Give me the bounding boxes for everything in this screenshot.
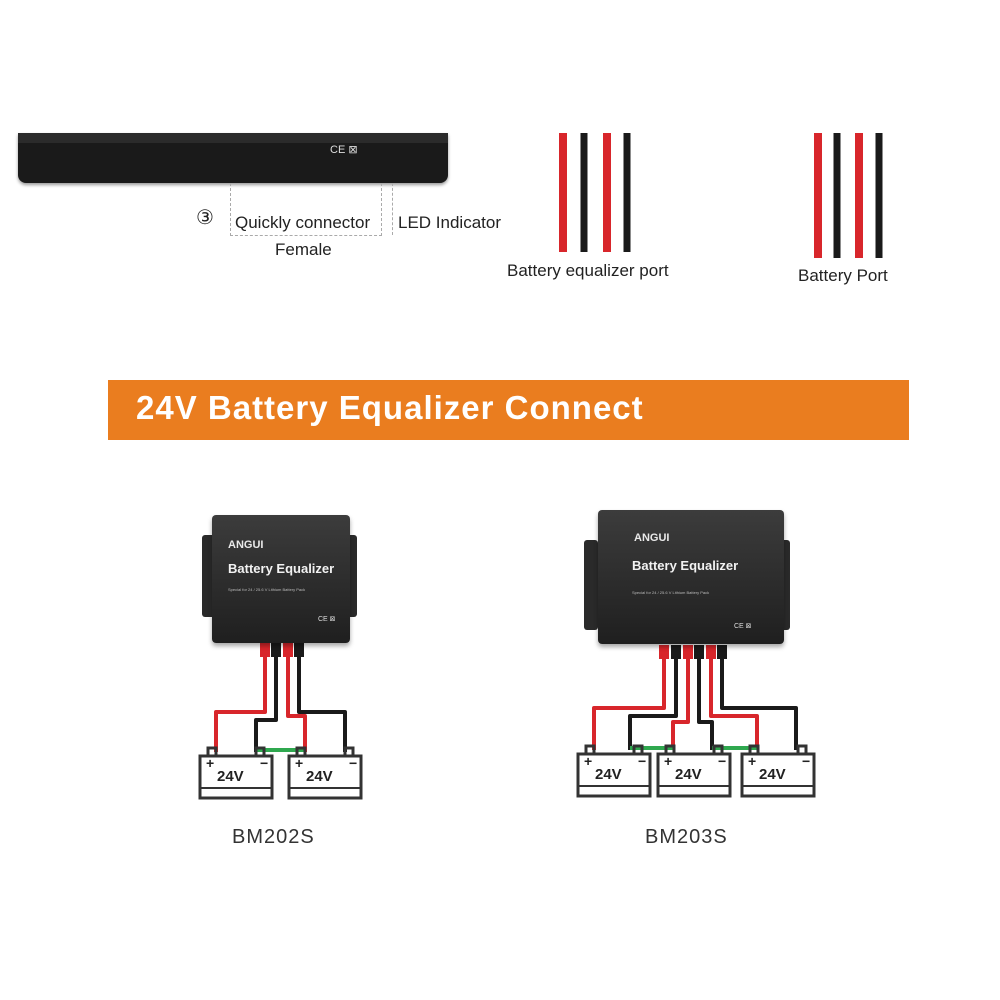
led-indicator-label: LED Indicator xyxy=(398,213,501,232)
led-callout-line xyxy=(392,183,393,235)
model-label: BM203S xyxy=(645,826,728,848)
model-label: BM202S xyxy=(232,826,315,848)
equalizer-port-label: Battery equalizer port xyxy=(507,261,669,280)
section-banner: 24V Battery Equalizer Connect xyxy=(108,380,909,440)
ce-mark: CE ⊠ xyxy=(734,623,752,630)
device-note: Special for 24 / 25.6 V Lithium Battery … xyxy=(228,587,306,592)
brand-logo: ANGUI xyxy=(228,539,264,551)
battery-label: 24V xyxy=(217,768,244,785)
banner-title: 24V Battery Equalizer Connect xyxy=(136,389,644,426)
mounting-ear xyxy=(584,540,598,630)
battery-port-label: Battery Port xyxy=(798,266,888,285)
device-title: Battery Equalizer xyxy=(632,558,739,573)
battery-label: 24V xyxy=(306,768,333,785)
connector-callout-line xyxy=(230,183,382,236)
equalizer-device-bm202s: ANGUI Battery Equalizer Special for 24 /… xyxy=(212,515,350,643)
battery-label: 24V xyxy=(595,766,622,783)
quick-connector-label: Quickly connector xyxy=(235,213,371,232)
device-title: Battery Equalizer xyxy=(228,561,335,576)
equalizer-port-wires xyxy=(559,133,631,252)
device-note: Special for 24 / 25.6 V Lithium Battery … xyxy=(632,590,710,595)
bm203s-wiring xyxy=(592,652,798,750)
bm202s-wiring xyxy=(214,648,347,752)
female-label: Female xyxy=(275,240,332,259)
callout-number: ③ xyxy=(196,207,214,229)
ce-mark: CE ⊠ xyxy=(330,144,358,156)
battery-port-wires xyxy=(814,133,883,258)
battery-label: 24V xyxy=(675,766,702,783)
bm202s-connectors xyxy=(260,643,304,657)
equalizer-device-bm203s: ANGUI Battery Equalizer Special for 24 /… xyxy=(598,510,784,644)
brand-logo: ANGUI xyxy=(634,532,670,544)
bm203s-connectors xyxy=(659,645,727,659)
ce-mark: CE ⊠ xyxy=(318,616,336,623)
battery-label: 24V xyxy=(759,766,786,783)
device-edge-image xyxy=(18,133,448,183)
